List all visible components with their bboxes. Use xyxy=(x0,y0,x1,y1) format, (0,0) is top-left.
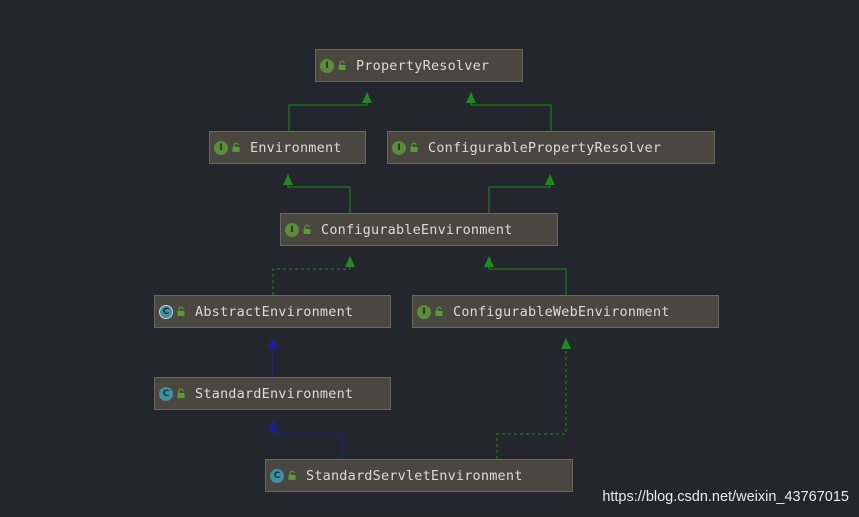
arrowhead-standard-environment-to-abstract-environment xyxy=(268,338,278,349)
node-standard-servlet-environment[interactable]: C StandardServletEnvironment xyxy=(265,459,573,492)
edge-standard-servlet-environment-to-configurable-web-environment xyxy=(496,346,567,459)
arrowhead-configurable-environment-to-configurable-property-resolver xyxy=(545,174,555,185)
public-lock-icon xyxy=(410,142,418,152)
node-environment[interactable]: I Environment xyxy=(209,131,366,164)
node-configurable-web-environment[interactable]: I ConfigurableWebEnvironment xyxy=(412,295,719,328)
arrowhead-standard-servlet-environment-to-standard-environment xyxy=(268,420,278,431)
interface-badge-icon: I xyxy=(392,140,406,155)
node-label: AbstractEnvironment xyxy=(195,303,354,320)
public-lock-icon xyxy=(177,306,185,316)
node-label: ConfigurableWebEnvironment xyxy=(453,303,670,320)
node-abstract-environment[interactable]: C AbstractEnvironment xyxy=(154,295,391,328)
edge-environment-to-property-resolver xyxy=(288,100,368,131)
arrowhead-configurable-web-environment-to-configurable-environment xyxy=(484,256,494,267)
arrowhead-environment-to-property-resolver xyxy=(362,92,372,103)
public-lock-icon xyxy=(177,388,185,398)
node-configurable-environment[interactable]: I ConfigurableEnvironment xyxy=(280,213,558,246)
public-lock-icon xyxy=(303,224,311,234)
edge-configurable-environment-to-configurable-property-resolver xyxy=(488,182,551,213)
class-badge-icon: C xyxy=(270,468,284,483)
arrowhead-abstract-environment-to-configurable-environment xyxy=(345,256,355,267)
edge-configurable-web-environment-to-configurable-environment xyxy=(488,264,567,295)
arrowhead-standard-servlet-environment-to-configurable-web-environment xyxy=(561,338,571,349)
node-label: ConfigurablePropertyResolver xyxy=(428,139,662,156)
edge-standard-servlet-environment-to-standard-environment xyxy=(272,428,343,459)
watermark-text: https://blog.csdn.net/weixin_43767015 xyxy=(602,489,849,505)
class-badge-icon: C xyxy=(159,386,173,401)
interface-badge-icon: I xyxy=(320,58,334,73)
interface-badge-icon: I xyxy=(214,140,228,155)
arrowhead-configurable-property-resolver-to-property-resolver xyxy=(466,92,476,103)
public-lock-icon xyxy=(338,60,346,70)
node-label: StandardEnvironment xyxy=(195,385,354,402)
node-standard-environment[interactable]: C StandardEnvironment xyxy=(154,377,391,410)
node-label: ConfigurableEnvironment xyxy=(321,221,513,238)
interface-badge-icon: I xyxy=(417,304,431,319)
class-badge-icon: C xyxy=(159,304,173,319)
node-configurable-property-resolver[interactable]: I ConfigurablePropertyResolver xyxy=(387,131,715,164)
public-lock-icon xyxy=(232,142,240,152)
edge-configurable-property-resolver-to-property-resolver xyxy=(470,100,552,131)
arrowhead-configurable-environment-to-environment xyxy=(283,174,293,185)
edge-abstract-environment-to-configurable-environment xyxy=(272,264,351,295)
node-label: PropertyResolver xyxy=(356,57,490,74)
edge-configurable-environment-to-environment xyxy=(287,182,351,213)
interface-badge-icon: I xyxy=(285,222,299,237)
node-label: StandardServletEnvironment xyxy=(306,467,523,484)
public-lock-icon xyxy=(288,470,296,480)
public-lock-icon xyxy=(435,306,443,316)
node-label: Environment xyxy=(250,139,342,156)
node-property-resolver[interactable]: I PropertyResolver xyxy=(315,49,523,82)
